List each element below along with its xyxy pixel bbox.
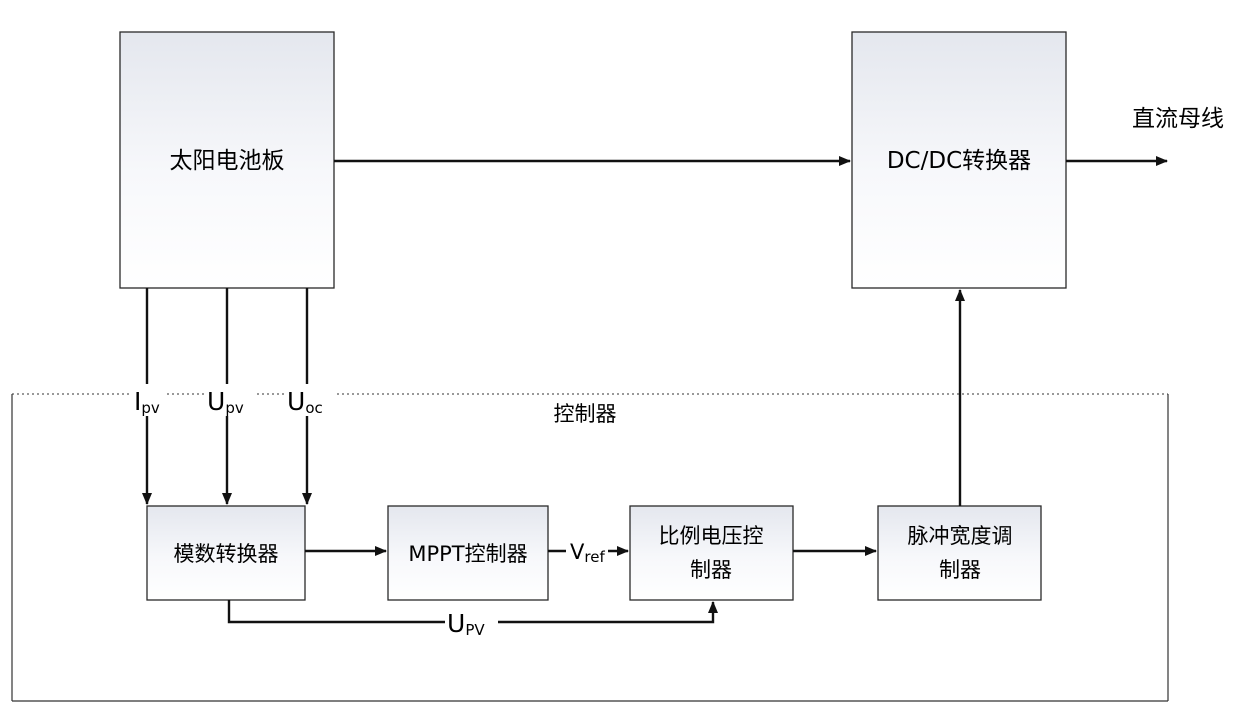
upv-label: Upv: [207, 387, 244, 417]
pwm-line2: 制器: [939, 558, 981, 582]
dcdc-converter-block: DC/DC转换器: [851, 31, 1067, 289]
solar-panel-block: 太阳电池板: [119, 31, 335, 289]
proportional-controller-block: 比例电压控 制器: [629, 505, 794, 601]
upv-feedback-line-left: [227, 600, 445, 624]
solar-panel-label: 太阳电池板: [170, 148, 285, 174]
mppt-controller-block: MPPT控制器: [387, 505, 549, 601]
adc-label: 模数转换器: [174, 542, 279, 566]
mppt-controller-label: MPPT控制器: [408, 542, 527, 566]
pwm-line1: 脉冲宽度调: [908, 524, 1013, 548]
proportional-controller-line2: 制器: [690, 558, 732, 582]
dcdc-converter-label: DC/DC转换器: [887, 148, 1031, 174]
proportional-controller-line1: 比例电压控: [659, 524, 764, 548]
uoc-label: Uoc: [287, 387, 323, 417]
controller-region-label: 控制器: [554, 402, 617, 426]
adc-block: 模数转换器: [146, 505, 306, 601]
ipv-label: Ipv: [134, 387, 160, 417]
upv-feedback-line-right: [498, 601, 718, 624]
pwm-block: 脉冲宽度调 制器: [877, 505, 1042, 601]
controller-region: 控制器: [11, 393, 1169, 702]
dc-bus-label: 直流母线: [1132, 106, 1224, 132]
vref-label: Vref: [570, 540, 605, 566]
upv-feedback-label: UPV: [447, 609, 485, 639]
